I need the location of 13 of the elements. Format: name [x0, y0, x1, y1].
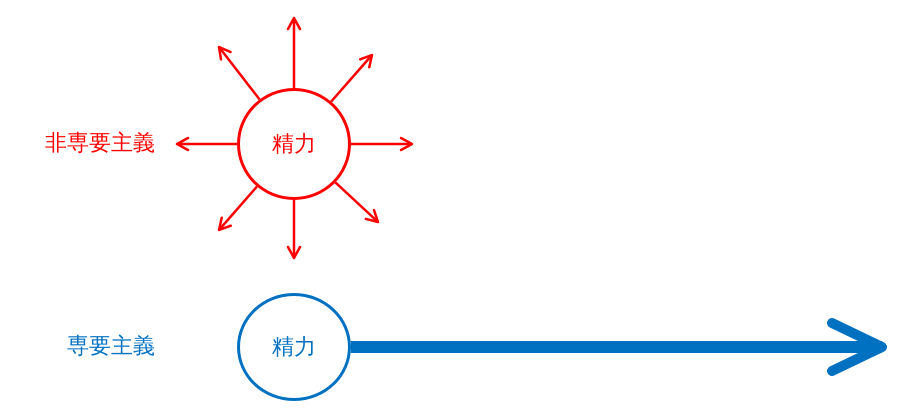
- arrow: [286, 16, 302, 88]
- circle-node: 精力: [237, 293, 351, 401]
- arrow: [286, 200, 302, 260]
- arrow: [176, 136, 237, 152]
- arrow: [218, 186, 258, 232]
- circle-node: 精力: [237, 88, 351, 200]
- label-text: 専要主義: [67, 333, 155, 361]
- arrow: [218, 46, 260, 100]
- arrow: [351, 136, 414, 152]
- arrow: [351, 318, 887, 376]
- arrow: [334, 182, 380, 224]
- label-text: 非専要主義: [45, 130, 155, 158]
- arrow: [330, 54, 374, 102]
